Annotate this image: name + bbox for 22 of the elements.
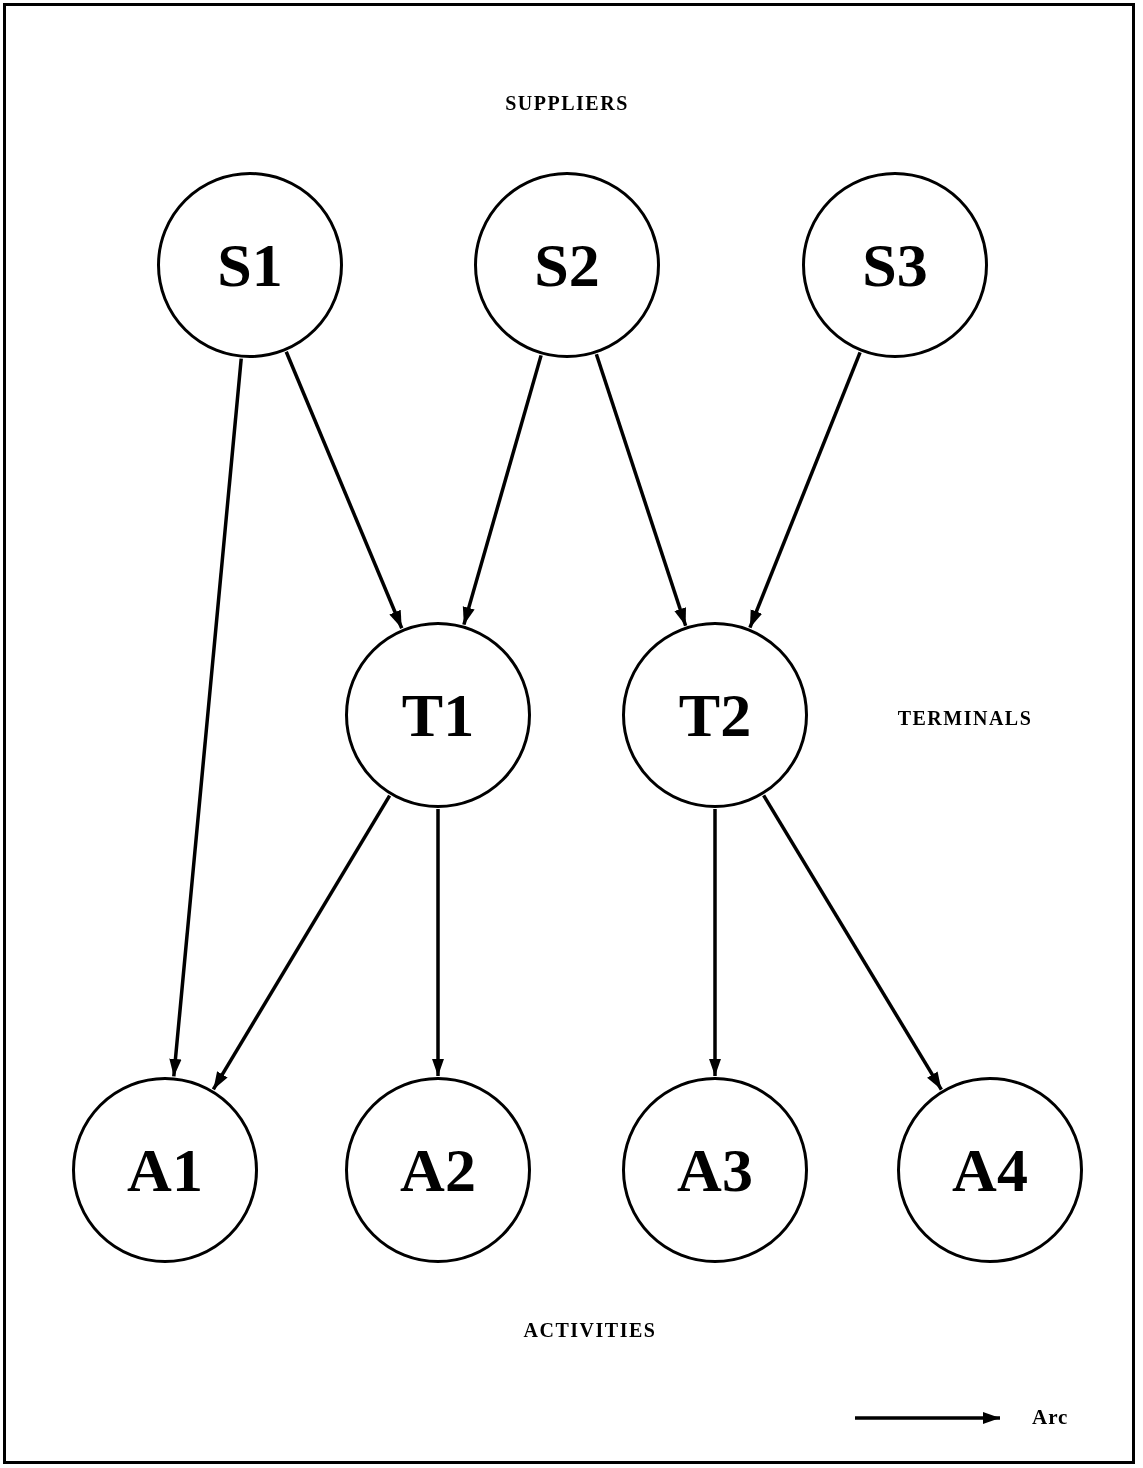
node-label: S1 bbox=[217, 234, 283, 296]
tier-label: ACTIVITIES bbox=[523, 1318, 657, 1342]
node-label: T1 bbox=[401, 684, 475, 746]
tier-label: SUPPLIERS bbox=[505, 91, 629, 115]
node-label: A1 bbox=[127, 1139, 203, 1201]
node-label: T2 bbox=[678, 684, 752, 746]
node-label: S2 bbox=[534, 234, 600, 296]
arrow bbox=[748, 351, 862, 629]
legend-label: Arc bbox=[1032, 1405, 1069, 1430]
arrow bbox=[211, 794, 392, 1091]
arrow bbox=[708, 809, 722, 1076]
arrow bbox=[762, 794, 943, 1091]
node-label: A4 bbox=[952, 1139, 1028, 1201]
arrow bbox=[462, 354, 543, 626]
node-label: A3 bbox=[677, 1139, 753, 1201]
arrow bbox=[284, 351, 404, 629]
node-label: S3 bbox=[862, 234, 928, 296]
arrow bbox=[594, 353, 688, 627]
arrow bbox=[431, 809, 445, 1076]
tier-label: TERMINALS bbox=[897, 706, 1033, 730]
node-label: A2 bbox=[400, 1139, 476, 1201]
arrow bbox=[169, 358, 243, 1077]
